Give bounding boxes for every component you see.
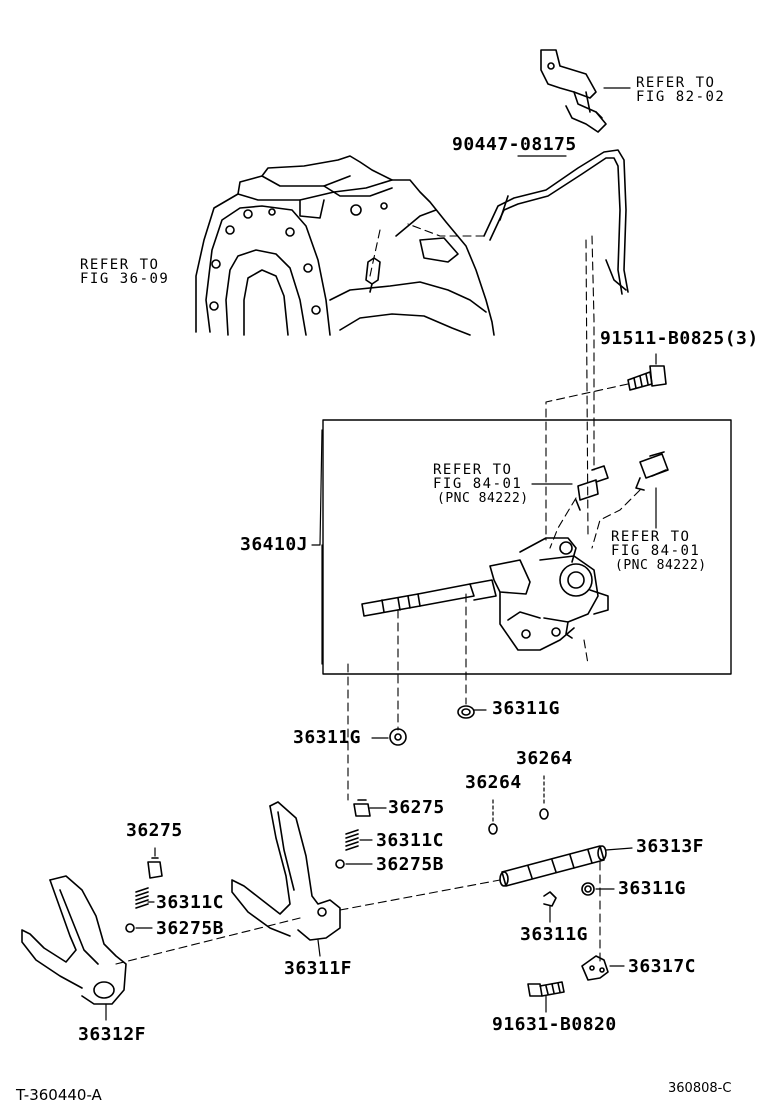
part-label[interactable]: 36275B — [156, 918, 225, 939]
reference-label-line2: FIG 84-01 — [433, 476, 523, 492]
reference-label-line1: REFER TO — [636, 75, 716, 91]
reference-label-line2: FIG 36-09 — [80, 271, 170, 287]
part-label[interactable]: 91511-B0825(3) — [600, 328, 759, 349]
part-label[interactable]: 36311G — [293, 727, 362, 748]
reference-pnc: (PNC 84222) — [437, 491, 529, 506]
reference-label-line1: REFER TO — [433, 462, 513, 478]
part-label[interactable]: 90447-08175 — [452, 134, 577, 155]
part-label[interactable]: 36275 — [388, 797, 445, 818]
assembly-box — [322, 419, 732, 675]
part-label[interactable]: 36275 — [126, 820, 183, 841]
page-id: T-360440-A — [16, 1086, 102, 1104]
bolt-drawing — [627, 353, 667, 391]
part-label[interactable]: 36311C — [156, 892, 225, 913]
part-label[interactable]: 36311G — [618, 878, 687, 899]
part-label[interactable]: 36311F — [284, 958, 353, 979]
shift-fork-36311F-drawing — [231, 801, 341, 957]
breather-pipe-drawing — [483, 149, 629, 295]
part-label[interactable]: 36264 — [465, 772, 522, 793]
reference-label-line2: FIG 82-02 — [636, 89, 726, 105]
part-label[interactable]: 36312F — [78, 1024, 147, 1045]
part-label[interactable]: 91631-B0820 — [492, 1014, 617, 1035]
reference-label-line2: FIG 84-01 — [611, 543, 701, 559]
bracket-drawing — [540, 49, 631, 133]
transmission-case-drawing — [195, 155, 495, 336]
image-code: 360808-C — [668, 1081, 732, 1096]
shift-assembly-drawing — [311, 429, 669, 665]
reference-label-line1: REFER TO — [611, 529, 691, 545]
part-label[interactable]: 36275B — [376, 854, 445, 875]
part-label[interactable]: 36311C — [376, 830, 445, 851]
reference-label-line1: REFER TO — [80, 257, 160, 273]
part-label[interactable]: 36311G — [520, 924, 589, 945]
reference-pnc: (PNC 84222) — [615, 558, 707, 573]
part-label[interactable]: 36410J — [240, 534, 309, 555]
part-label[interactable]: 36313F — [636, 836, 705, 857]
guide-lines — [115, 223, 641, 965]
small-parts-drawing — [125, 705, 633, 1013]
part-label[interactable]: 36317C — [628, 956, 697, 977]
part-label[interactable]: 36311G — [492, 698, 561, 719]
part-label[interactable]: 36264 — [516, 748, 573, 769]
shift-fork-36312F-drawing — [21, 875, 127, 1021]
